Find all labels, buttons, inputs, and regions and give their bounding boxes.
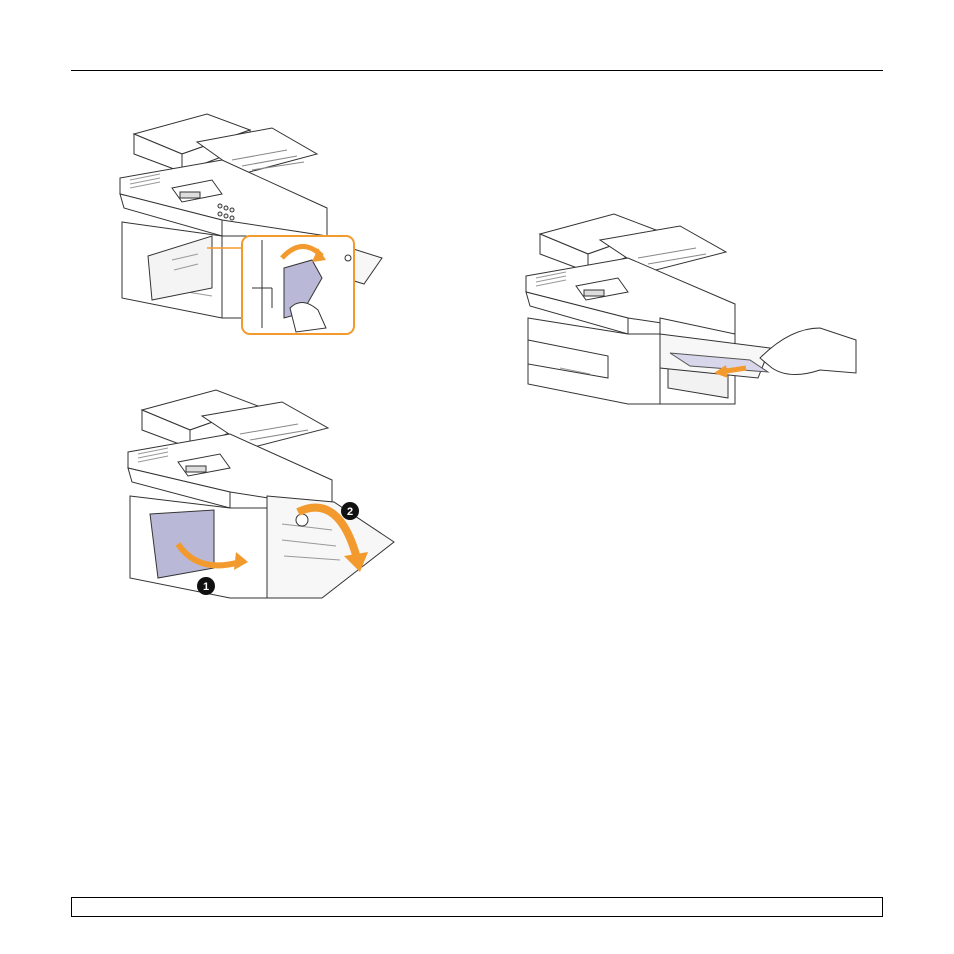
- step-2-badge: 2: [341, 502, 359, 520]
- printer-illustration-3: 1 2: [122, 384, 404, 602]
- step-1-label: 1: [203, 581, 209, 593]
- header-rule: [71, 70, 883, 71]
- printer-illustration-2: [520, 208, 860, 408]
- printer-illustration-1: [112, 108, 394, 344]
- figure-printer-remove-paper: [520, 208, 860, 408]
- figure-printer-close-covers: 1 2: [122, 384, 404, 602]
- step-1-badge: 1: [197, 577, 215, 595]
- footer-box: [71, 897, 883, 917]
- step-2-label: 2: [347, 506, 353, 518]
- figure-printer-front-open: [112, 108, 394, 344]
